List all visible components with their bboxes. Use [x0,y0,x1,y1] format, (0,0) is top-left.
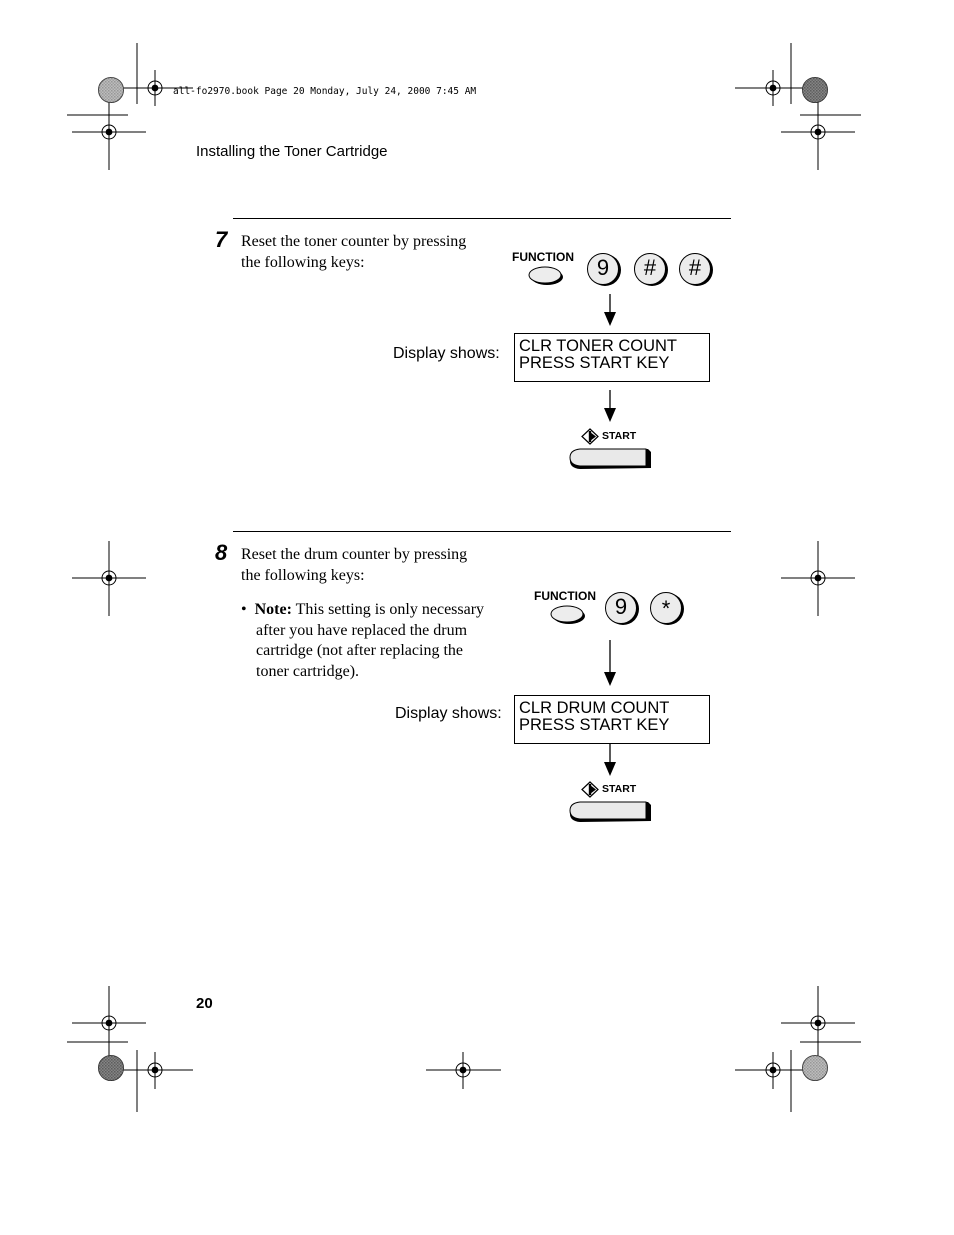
step8-note-line1: This setting is only necessary [291,601,485,618]
step7-key-9: 9 [586,252,626,288]
step7-key-hash-1-label: # [643,255,657,280]
step8-note-label: Note: [254,601,292,618]
step7-start-label: START [602,430,637,442]
step7-key-hash-2: # [678,252,718,288]
round-key-icon [679,253,713,286]
step8-number: 8 [215,540,228,565]
bullet-icon: • [241,601,247,618]
step7-instruction: Reset the toner counter by pressing the … [241,232,466,273]
down-arrow-icon [604,640,616,686]
step8-lcd-display: CLR DRUM COUNT PRESS START KEY [514,695,710,744]
step8-note-line2: after you have replaced the drum [256,621,468,639]
round-key-icon [650,592,684,625]
start-key-icon [569,801,651,822]
step7-display-label: Display shows: [393,345,500,362]
step8-instruction: Reset the drum counter by pressing the f… [241,545,467,586]
print-slug: all-fo2970.book Page 20 Monday, July 24,… [173,86,477,97]
step8-function-label: FUNCTION [534,589,596,603]
step8-lcd-line2: PRESS START KEY [519,716,670,734]
running-header: Installing the Toner Cartridge [196,143,388,160]
step7-rule [233,218,731,219]
step8-key-9-label: 9 [614,594,628,619]
step8-display-label: Display shows: [395,705,502,722]
round-key-icon [605,592,639,625]
step7-function-key-icon [528,266,563,285]
step8-start-label: START [602,783,637,795]
step7-key-hash-1: # [633,252,673,288]
step7-lcd-display: CLR TONER COUNT PRESS START KEY [514,333,710,382]
step8-note-line4: toner cartridge). [256,662,360,680]
step7-key-9-label: 9 [596,255,610,280]
step8-line1: Reset the drum counter by pressing [241,546,468,563]
step8-function-key-icon [550,605,585,624]
step7-function-label: FUNCTION [512,250,574,264]
round-key-icon [587,253,621,286]
step8-key-9: 9 [604,591,644,627]
step8-key-star-label: * [661,596,671,621]
step7-lcd-line2: PRESS START KEY [519,354,670,372]
step7-lcd-line1: CLR TONER COUNT [519,337,677,355]
step8-key-star: * [649,591,689,627]
step8-line2: the following keys: [241,566,365,584]
step7-key-hash-2-label: # [688,255,702,280]
start-diamond-icon [581,781,599,798]
down-arrow-icon [604,294,616,326]
start-key-icon [569,448,651,469]
step8-rule [233,531,731,532]
step7-line2: the following keys: [241,253,365,271]
step7-line1: Reset the toner counter by pressing [241,233,467,250]
round-key-icon [634,253,668,286]
down-arrow-icon [604,744,616,776]
down-arrow-icon [604,390,616,422]
step8-note-line3: cartridge (not after replacing the [256,642,463,659]
page-number: 20 [196,995,213,1012]
step8-lcd-line1: CLR DRUM COUNT [519,699,670,717]
step8-note: • Note: This setting is only necessary a… [241,600,484,682]
step7-number: 7 [215,227,228,252]
start-diamond-icon [581,428,599,445]
